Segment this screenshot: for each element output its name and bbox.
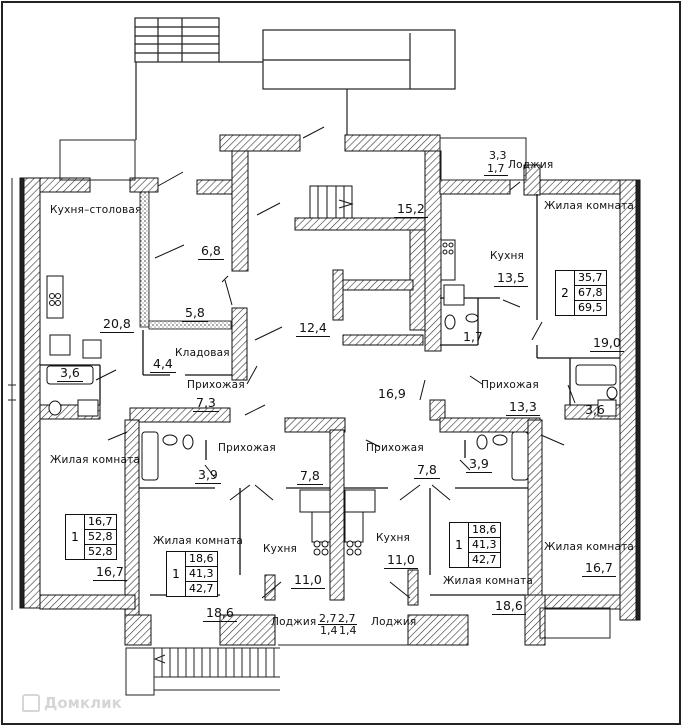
area-hall-br: 7,8 [414,463,440,479]
apartment-total-area: 67,8 [575,286,606,301]
area-hall-left: 7,3 [193,396,219,412]
room-label-living-bl2: Жилая комната [153,535,244,547]
apartment-living-area: 18,6 [186,552,217,567]
house-icon [22,694,40,712]
area-storage: 4,4 [150,357,176,373]
apartment-living-area: 35,7 [575,271,606,286]
apartment-room-count: 1 [66,515,85,559]
room-label-kitchen-dining: Кухня–столовая [50,204,142,216]
speckled-partition [139,191,150,328]
watermark-text: Домклик [44,694,122,712]
room-label-living-br2: Жилая комната [544,541,635,553]
area-loggia-top-a: 3,3 [489,149,507,162]
area-loggia-br-b: 1,4 [339,624,357,637]
room-label-living-br1: Жилая комната [443,575,534,587]
room-label-loggia-br: Лоджия [371,616,417,628]
area-stair-hall: 15,2 [394,202,428,218]
area-loggia-bl-b: 1,4 [320,624,338,637]
area-bath-br: 3,9 [466,457,492,473]
apartment-room-count: 1 [450,523,469,567]
apartment-total-area: 41,3 [186,567,217,582]
area-living-br2: 16,7 [582,561,616,577]
area-living-left-bottom: 16,7 [93,565,127,581]
apartment-total-with-loggia: 69,5 [578,301,603,314]
fixtures [46,239,618,556]
apartment-info-bottom-right: 1 18,6 41,3 42,7 [449,522,501,568]
apartment-total-area: 52,8 [85,530,116,545]
room-label-kitchen-right: Кухня [490,250,525,262]
room-label-hall-bl: Прихожая [218,442,276,454]
room-label-hall-left: Прихожая [187,379,245,391]
top-entrance-structure [134,17,456,140]
apartment-living-area: 18,6 [469,523,500,538]
area-corridor-16-9: 16,9 [378,386,406,401]
apartment-info-right-top: 2 35,7 67,8 69,5 [555,270,607,316]
apartment-room-count: 2 [556,271,575,315]
area-bath-left-top: 3,6 [57,366,83,382]
interior-stair [309,185,354,219]
area-room-6-8: 6,8 [198,244,224,260]
apartment-total-area: 41,3 [469,538,500,553]
room-label-hall-br: Прихожая [366,442,424,454]
area-bath-right-top: 3,6 [585,402,605,417]
area-hall-bl-bath: 3,9 [195,468,221,484]
area-kitchen-right: 13,5 [494,271,528,287]
area-hall-bl: 7,8 [297,469,323,485]
room-label-loggia-top: Лоджия [508,159,554,171]
bottom-entrance-stair [125,644,410,696]
apartment-total-with-loggia: 42,7 [472,553,497,566]
apartment-total-with-loggia: 42,7 [189,582,214,595]
room-label-kitchen-br: Кухня [376,532,411,544]
area-kitchen-dining: 20,8 [100,317,134,333]
door-swings [95,126,576,599]
area-living-right-top: 19,0 [590,336,624,352]
area-wc-right: 1,7 [463,329,483,344]
area-loggia-bl-a: 2,7 [318,612,338,625]
apartment-total-with-loggia: 52,8 [88,545,113,558]
apartment-info-left: 1 16,7 52,8 52,8 [65,514,117,560]
room-label-loggia-bl: Лоджия [271,616,317,628]
watermark: Домклик [22,694,122,712]
area-room-5-8: 5,8 [182,306,208,322]
room-label-hall-right: Прихожая [481,379,539,391]
area-kitchen-bl: 11,0 [291,573,325,589]
apartment-room-count: 1 [167,552,186,596]
apartment-info-bottom-left: 1 18,6 41,3 42,7 [166,551,218,597]
area-corridor-12-4: 12,4 [296,321,330,337]
area-loggia-top-b: 1,7 [484,163,508,176]
room-label-living-right-top: Жилая комната [544,200,635,212]
area-loggia-br-a: 2,7 [337,612,357,625]
room-label-storage: Кладовая [175,347,230,359]
area-hall-right: 13,3 [506,400,540,416]
area-kitchen-br: 11,0 [384,553,418,569]
room-label-living-left-bottom: Жилая комната [50,454,141,466]
room-label-kitchen-bl: Кухня [263,543,298,555]
area-living-bl2: 18,6 [203,606,237,622]
area-living-br1: 18,6 [492,599,526,615]
apartment-living-area: 16,7 [85,515,116,530]
